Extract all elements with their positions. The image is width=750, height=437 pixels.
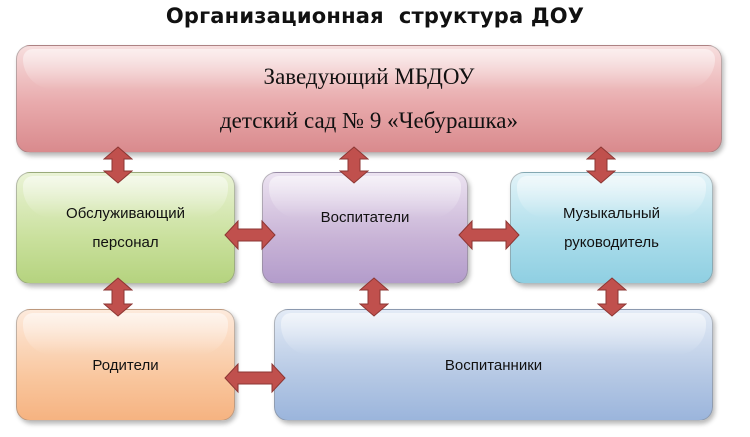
parents-label: Родители [92, 356, 159, 374]
head-line-1: Заведующий МБДОУ [263, 64, 475, 89]
arrow-head-teachers [339, 146, 369, 184]
arrow-parents-pupils [224, 362, 286, 394]
teachers-box: Воспитатели [262, 172, 468, 284]
arrow-teachers-music [458, 219, 520, 251]
diagram-title: Организационная структура ДОУ [165, 4, 585, 28]
service-staff-line-2: персонал [92, 234, 159, 251]
head-box: Заведующий МБДОУ детский сад № 9 «Чебура… [16, 45, 722, 153]
music-director-line-1: Музыкальный [562, 205, 661, 222]
service-staff-line-1: Обслуживающий [66, 205, 185, 222]
parents-box: Родители [16, 309, 235, 421]
head-line-2: детский сад № 9 «Чебурашка» [219, 108, 519, 133]
teachers-label: Воспитатели [320, 209, 410, 226]
arrow-head-service [103, 146, 133, 184]
music-director-line-2: руководитель [564, 234, 659, 251]
arrow-music-pupils [597, 277, 627, 317]
service-staff-box: Обслуживающий персонал [16, 172, 235, 284]
pupils-box: Воспитанники [274, 309, 713, 421]
arrow-service-teachers [224, 219, 276, 251]
music-director-box: Музыкальный руководитель [510, 172, 713, 284]
arrow-head-music [586, 146, 616, 184]
arrow-service-parents [103, 277, 133, 317]
arrow-teachers-pupils [359, 277, 389, 317]
pupils-label: Воспитанники [444, 356, 543, 374]
